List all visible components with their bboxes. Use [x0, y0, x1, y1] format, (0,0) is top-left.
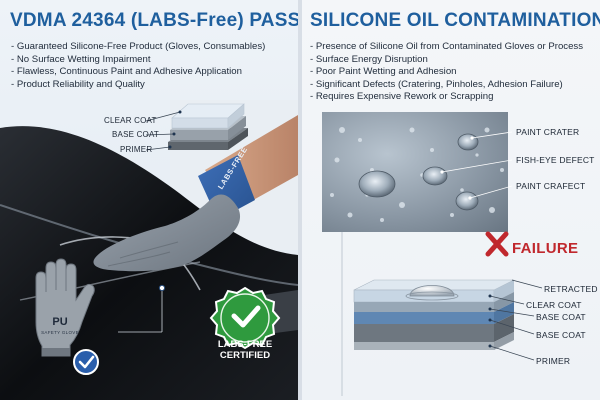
left-title: VDMA 24364 (LABS-Free) PASSED — [10, 10, 298, 31]
glove-finger — [107, 251, 171, 267]
right-bullet-list: - Presence of Silicone Oil from Contamin… — [310, 41, 596, 104]
right-bullet: - Significant Defects (Cratering, Pinhol… — [310, 78, 563, 90]
contaminated-surface-photo — [322, 112, 508, 232]
labs-free-badge — [209, 286, 281, 350]
left-bullet-list: - Guaranteed Silicone-Free Product (Glov… — [11, 41, 294, 91]
layer-label-retracted: RETRACTED — [544, 284, 598, 294]
defect-label-crafect: PAINT CRAFECT — [516, 181, 586, 191]
contamination-panel: SILICONE OIL CONTAMINATION - Presence of… — [302, 0, 600, 400]
crater-right — [455, 191, 479, 211]
car-glove-scene — [0, 100, 298, 400]
right-bullet: - Presence of Silicone Oil from Contamin… — [310, 41, 584, 52]
layer-label-primer: PRIMER — [120, 145, 153, 154]
droplets — [330, 127, 504, 222]
right-bullet: - Surface Energy Disruption — [310, 53, 428, 65]
badge-line2: CERTIFIED — [219, 349, 271, 361]
left-bullet: - No Surface Wetting Impairment — [11, 53, 151, 65]
right-title: SILICONE OIL CONTAMINATION — [310, 10, 600, 31]
left-bullet: - Product Reliability and Quality — [11, 78, 145, 90]
failure-x-icon — [485, 231, 509, 257]
failure-label: FAILURE — [512, 240, 579, 257]
labs-free-panel: VDMA 24364 (LABS-Free) PASSED - Guarante… — [0, 0, 298, 400]
pu-glove-icon — [35, 258, 95, 357]
glove-finger — [119, 241, 179, 259]
layer-stack — [145, 103, 248, 151]
badge-text: LABS-FREE CERTIFIED — [200, 339, 290, 361]
panel-divider — [298, 0, 302, 400]
check-circle-icon — [73, 349, 99, 375]
layer-label-clear-coat: CLEAR COAT — [104, 116, 157, 125]
glove-icon-subtitle: SAFETY GLOVE — [41, 330, 79, 335]
left-bullet: - Guaranteed Silicone-Free Product (Glov… — [11, 41, 266, 52]
cross-section — [353, 279, 515, 350]
glove — [93, 194, 241, 272]
left-bullet: - Flawless, Continuous Paint and Adhesiv… — [11, 66, 242, 78]
defect-label-fisheye: FISH-EYE DEFECT — [516, 155, 595, 165]
right-bullet: - Poor Paint Wetting and Adhesion — [310, 66, 457, 78]
layer-label-clear-coat: CLEAR COAT — [526, 300, 582, 310]
layer-label-base-coat-2: BASE COAT — [536, 330, 586, 340]
crater-large — [358, 170, 396, 198]
layer-label-primer: PRIMER — [536, 356, 571, 366]
defect-label-crater: PAINT CRATER — [516, 127, 580, 137]
badge-line1: LABS-FREE — [217, 339, 273, 350]
crater-medium — [422, 166, 448, 186]
right-bullet: - Requires Expensive Rework or Scrapping — [310, 91, 494, 103]
layer-label-base-coat: BASE COAT — [536, 312, 586, 322]
crater-small — [457, 133, 479, 151]
glove-icon-title: PU — [52, 316, 68, 328]
contamination-scene — [322, 112, 543, 396]
layer-label-base-coat: BASE COAT — [112, 130, 159, 139]
